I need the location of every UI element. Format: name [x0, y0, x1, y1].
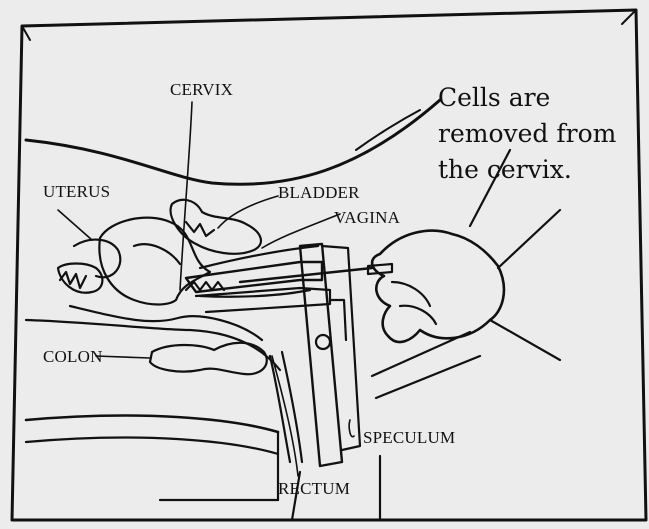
caption-line-3: the cervix.	[438, 152, 643, 188]
label-vagina: VAGINA	[334, 209, 400, 226]
label-bladder: BLADDER	[278, 184, 360, 201]
label-rectum: RECTUM	[278, 480, 350, 497]
caption: Cells are removed from the cervix.	[438, 80, 643, 188]
caption-line-2: removed from	[438, 116, 643, 152]
label-speculum: SPECULUM	[363, 429, 455, 446]
caption-line-1: Cells are	[438, 80, 643, 116]
label-colon: COLON	[43, 348, 103, 365]
label-cervix: CERVIX	[170, 81, 233, 98]
label-uterus: UTERUS	[43, 183, 110, 200]
